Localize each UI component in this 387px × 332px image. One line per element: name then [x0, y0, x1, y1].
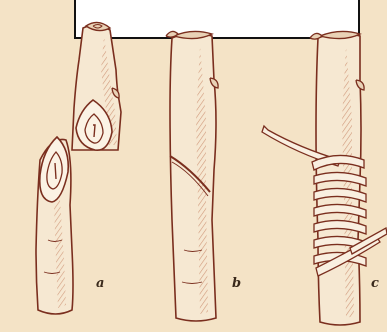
scion-a: [72, 22, 121, 150]
rootstock-a: [36, 137, 73, 314]
label-b: b: [232, 276, 241, 291]
label-c: c: [371, 276, 379, 291]
label-a: a: [96, 276, 104, 291]
joined-graft-b: [166, 31, 218, 321]
